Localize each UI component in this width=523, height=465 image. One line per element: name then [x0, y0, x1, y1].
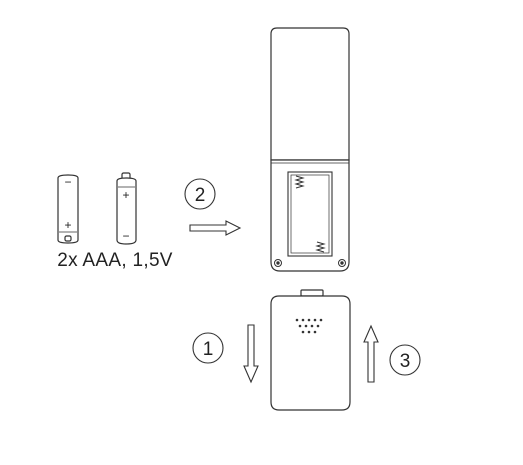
- arrow-right-icon: [189, 220, 242, 236]
- step-1-label: 1: [192, 332, 224, 364]
- step-3-label: 3: [389, 344, 421, 376]
- battery-compartment: [287, 171, 333, 257]
- screw-icon: [274, 259, 282, 267]
- spring-icon: [294, 175, 305, 189]
- step-3-number: 3: [400, 351, 411, 372]
- arrow-down-icon: [243, 324, 259, 384]
- battery-plus-mark: +: [64, 218, 71, 232]
- arrow-up-icon: [363, 324, 379, 383]
- battery-icon: [57, 174, 79, 244]
- battery-cover-icon: [270, 289, 351, 411]
- step-2-number: 2: [195, 185, 206, 206]
- spring-icon: [315, 241, 326, 253]
- screw-icon: [338, 259, 346, 267]
- battery-plus-mark: +: [122, 188, 129, 202]
- grip-dots: [295, 318, 323, 334]
- battery-minus-mark: −: [122, 229, 129, 243]
- step-2-label: 2: [184, 178, 216, 210]
- step-1-number: 1: [203, 339, 214, 360]
- battery-caption: 2x AAA, 1,5V: [57, 250, 173, 271]
- battery-minus-mark: −: [64, 175, 71, 189]
- battery-icon: [116, 172, 137, 245]
